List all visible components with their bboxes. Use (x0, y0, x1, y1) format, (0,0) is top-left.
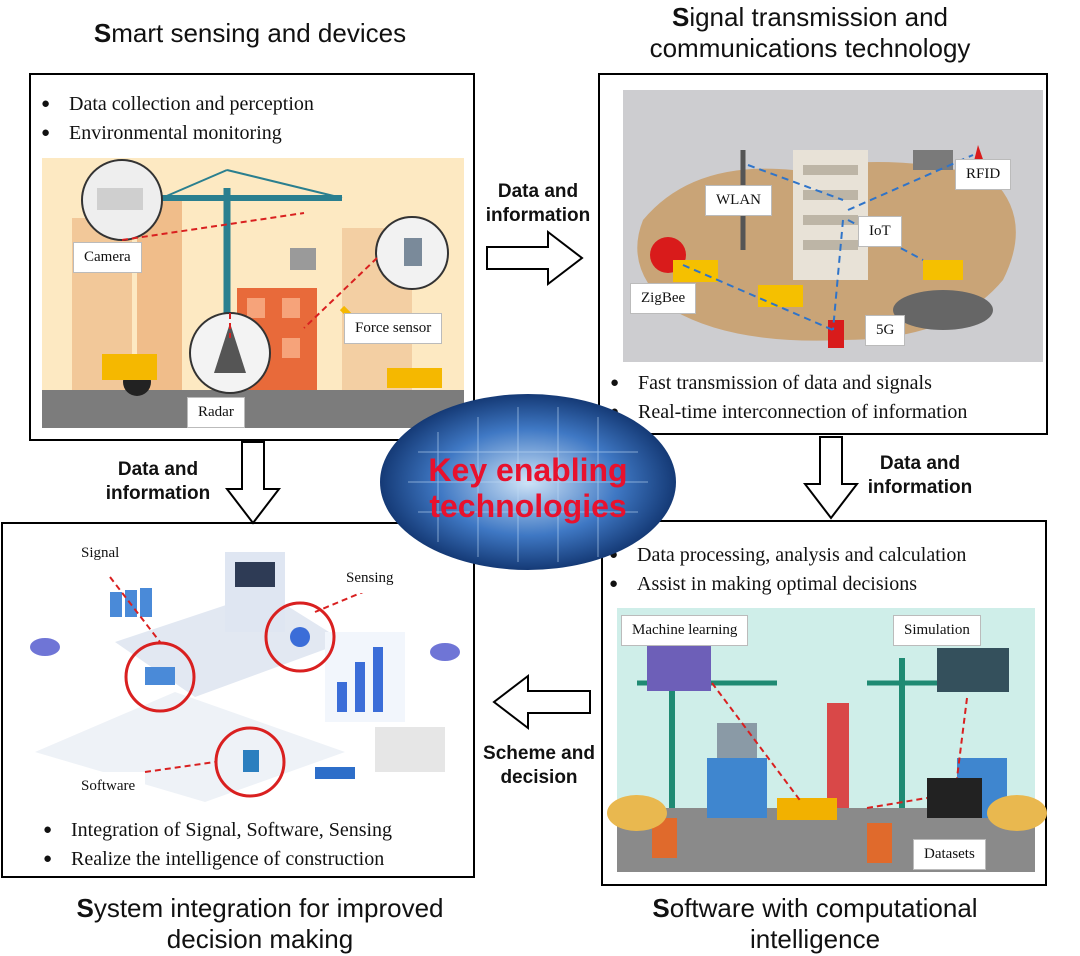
arrow-left (492, 673, 591, 731)
title-line-2: intelligence (749, 924, 881, 954)
label-wlan: WLAN (705, 185, 772, 216)
arrow-right (486, 229, 584, 287)
title-initial: S (93, 18, 112, 48)
bullet-list: Fast transmission of data and signals Re… (610, 370, 967, 428)
panel-signal-transmission: WLAN RFID IoT ZigBee 5G Fast transmissio… (598, 73, 1048, 435)
flow-label-right: Data and information (860, 452, 980, 500)
network-site-illustration (623, 90, 1043, 362)
label-datasets: Datasets (913, 839, 986, 870)
arrow-down-left (224, 441, 282, 525)
arrow-down-right (802, 436, 860, 520)
label-force-sensor: Force sensor (344, 313, 443, 344)
label-camera: Camera (73, 242, 142, 273)
title-smart-sensing: Smart sensing and devices (40, 18, 460, 49)
title-line-2: decision making (166, 924, 354, 954)
flow-label-line: Data and (497, 181, 579, 202)
label-simulation: Simulation (893, 615, 981, 646)
flow-label-top: Data and information (478, 180, 598, 228)
label-zigbee: ZigBee (630, 283, 697, 314)
center-ellipse (380, 394, 676, 570)
label-rfid: RFID (955, 159, 1012, 190)
panel-system-integration: Signal Sensing Software Integration of S… (1, 522, 475, 878)
title-text: ystem integration for improved (93, 893, 444, 923)
bullet-list: Data collection and perception Environme… (41, 91, 314, 149)
bullet-item: Fast transmission of data and signals (610, 370, 967, 399)
label-sensing: Sensing (336, 564, 404, 593)
label-software: Software (71, 772, 146, 801)
title-line-2: communications technology (649, 33, 971, 63)
title-line-1: Signal transmission and (590, 2, 1030, 33)
label-iot: IoT (858, 216, 902, 247)
title-initial: S (76, 893, 94, 923)
flow-label-line: Data and (879, 453, 961, 474)
bullet-item: Real-time interconnection of information (610, 399, 967, 428)
flow-label-line: information (485, 205, 591, 226)
bullet-item: Assist in making optimal decisions (609, 571, 966, 600)
flow-label-left: Data and information (98, 458, 218, 506)
bullet-item: Data processing, analysis and calculatio… (609, 542, 966, 571)
bullet-item: Realize the intelligence of construction (43, 846, 392, 875)
flow-label-line: decision (500, 767, 578, 788)
title-line-1: System integration for improved (10, 893, 510, 924)
construction-site-illustration (42, 158, 464, 428)
flow-label-line: information (867, 477, 973, 498)
bullet-list: Data processing, analysis and calculatio… (609, 542, 966, 600)
title-initial: S (671, 2, 690, 32)
title-system-integration: System integration for improved decision… (10, 893, 510, 955)
label-signal: Signal (71, 539, 130, 568)
center-label: Key enabling technologies (378, 452, 678, 524)
computing-site-illustration (607, 608, 1047, 872)
title-text: oftware with computational (669, 893, 978, 923)
title-text: ignal transmission and (689, 2, 949, 32)
title-text: mart sensing and devices (111, 18, 407, 48)
panel-smart-sensing: Data collection and perception Environme… (29, 73, 475, 441)
flow-label-line: Data and (117, 459, 199, 480)
title-line-1: Software with computational (580, 893, 1050, 924)
flow-label-line: Scheme and (483, 743, 595, 764)
bullet-item: Data collection and perception (41, 91, 314, 120)
label-5g: 5G (865, 315, 906, 346)
bullet-item: Environmental monitoring (41, 120, 314, 149)
title-initial: S (652, 893, 670, 923)
flow-label-bottom: Scheme and decision (470, 742, 608, 790)
title-signal-transmission: Signal transmission and communications t… (590, 2, 1030, 64)
center-label-line-1: Key enabling (428, 452, 628, 488)
label-machine-learning: Machine learning (621, 615, 749, 646)
bullet-list: Integration of Signal, Software, Sensing… (43, 817, 392, 875)
panel-software-intelligence: Data processing, analysis and calculatio… (601, 520, 1047, 886)
bullet-item: Integration of Signal, Software, Sensing (43, 817, 392, 846)
flow-label-line: information (105, 483, 211, 504)
title-software-intelligence: Software with computational intelligence (580, 893, 1050, 955)
center-label-line-2: technologies (429, 488, 627, 524)
label-radar: Radar (187, 397, 245, 428)
